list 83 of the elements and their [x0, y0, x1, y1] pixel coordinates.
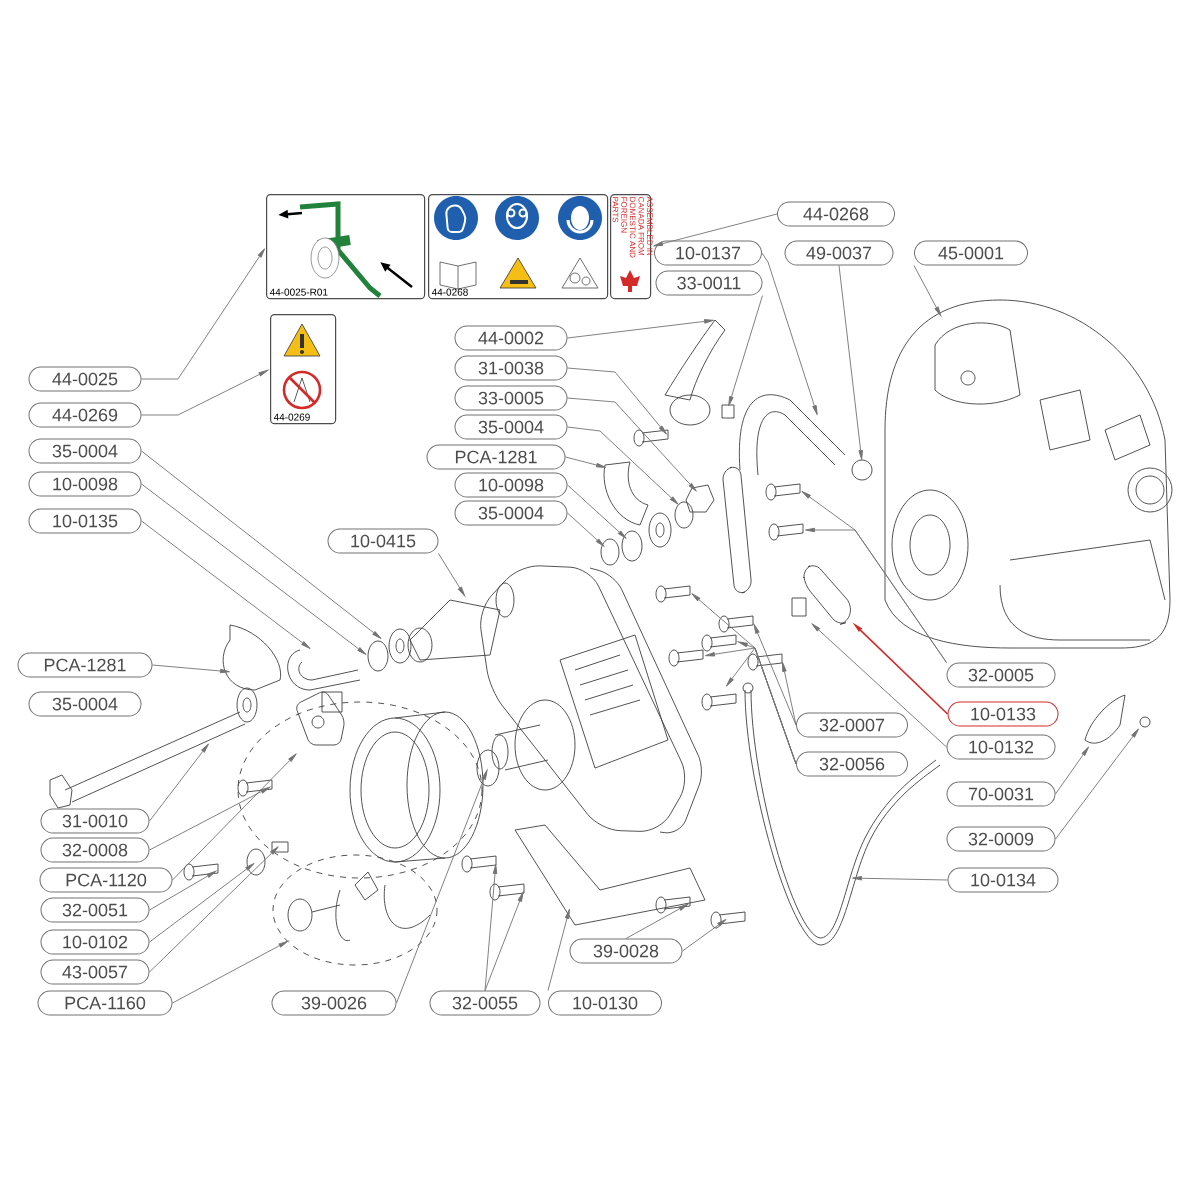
leader-line: [838, 265, 863, 460]
origin-strip: ASSEMBLED IN CANADA FROM DOMESTIC AND FOREIGN PARTS: [610, 194, 653, 300]
leader-line: [149, 863, 255, 943]
leader-line: [141, 483, 367, 655]
callout-label: 10-0135: [28, 508, 142, 534]
callout-label: 43-0057: [40, 959, 150, 985]
callout-label: 32-0009: [946, 826, 1056, 852]
callout-label: 70-0031: [946, 781, 1056, 807]
callout-label: 31-0038: [454, 355, 568, 381]
leader-line: [149, 870, 217, 911]
leader-line: [438, 553, 466, 597]
callout-label: 44-0268: [777, 201, 895, 227]
leader-line: [805, 527, 947, 663]
leader-line: [149, 743, 209, 822]
callout-label: PCA-1120: [39, 867, 173, 893]
leader-line: [913, 265, 942, 317]
callout-label: 39-0026: [271, 990, 397, 1016]
callout-label: PCA-1281: [426, 444, 566, 470]
callout-label: 32-0005: [946, 662, 1056, 688]
leader-line: [565, 456, 607, 468]
callout-label: 45-0001: [914, 240, 1028, 266]
callout-label: PCA-1281: [17, 652, 153, 678]
callout-label: 10-0134: [947, 867, 1059, 893]
leader-line: [567, 426, 679, 505]
leader-line: [625, 903, 689, 939]
callout-label: 32-0056: [796, 751, 908, 777]
callout-label: 10-0130: [548, 990, 662, 1016]
leader-line: [761, 252, 818, 416]
callout-label: 10-0098: [28, 471, 142, 497]
callout-label: 32-0055: [429, 990, 541, 1016]
leader-line: [653, 213, 778, 247]
leader-line: [141, 369, 269, 416]
decal: 44-0025-R01: [266, 194, 426, 300]
callout-label: 35-0004: [454, 414, 568, 440]
callout-label: 32-0008: [40, 837, 150, 863]
callout-label: 32-0007: [796, 712, 908, 738]
leader-line: [396, 769, 488, 1004]
leader-line: [728, 295, 763, 407]
callout-label: 33-0005: [454, 385, 568, 411]
leader-line: [149, 786, 271, 851]
callout-label: 10-0133: [947, 701, 1059, 727]
callout-label: 31-0010: [40, 808, 150, 834]
leader-line: [567, 484, 627, 539]
leader-line: [811, 623, 947, 748]
leader-line: [567, 397, 697, 492]
callout-label: 44-0002: [454, 325, 568, 351]
leader-line: [172, 940, 289, 1004]
callout-label: 10-0415: [327, 528, 439, 554]
callout-label: 35-0004: [28, 691, 142, 717]
leader-line: [782, 662, 797, 726]
leader-line: [141, 248, 266, 380]
callout-label: 10-0132: [946, 734, 1056, 760]
leader-line: [152, 664, 230, 674]
leader-line: [567, 367, 667, 435]
callout-label: 35-0004: [28, 438, 142, 464]
leader-line: [852, 876, 948, 881]
callout-label: 10-0098: [454, 472, 568, 498]
leader-line: [726, 647, 797, 765]
callout-label: 10-0137: [654, 240, 762, 266]
leader-line: [753, 623, 797, 726]
leader-line: [484, 891, 524, 991]
decal: 44-0268: [428, 194, 609, 300]
leader-line: [149, 846, 279, 973]
leader-line: [172, 753, 297, 881]
leader-line: [547, 908, 570, 991]
leader-line: [567, 512, 605, 547]
callout-label: 33-0011: [655, 270, 763, 296]
leader-line: [141, 450, 382, 639]
callout-label: 39-0028: [569, 938, 683, 964]
leader-line: [141, 520, 311, 649]
leader-line: [567, 319, 714, 339]
leader-line: [682, 919, 727, 952]
callout-label: 49-0037: [784, 240, 894, 266]
callout-label: 35-0004: [454, 500, 568, 526]
callout-label: 44-0269: [28, 402, 142, 428]
leader-line: [1055, 746, 1089, 795]
leader-line: [1055, 728, 1139, 840]
callout-label: PCA-1160: [37, 990, 173, 1016]
callout-label: 44-0025: [28, 366, 142, 392]
callout-label: 32-0051: [40, 897, 150, 923]
leader-line: [484, 864, 498, 991]
callout-label: 10-0102: [40, 929, 150, 955]
decal: 44-0269: [270, 314, 337, 425]
